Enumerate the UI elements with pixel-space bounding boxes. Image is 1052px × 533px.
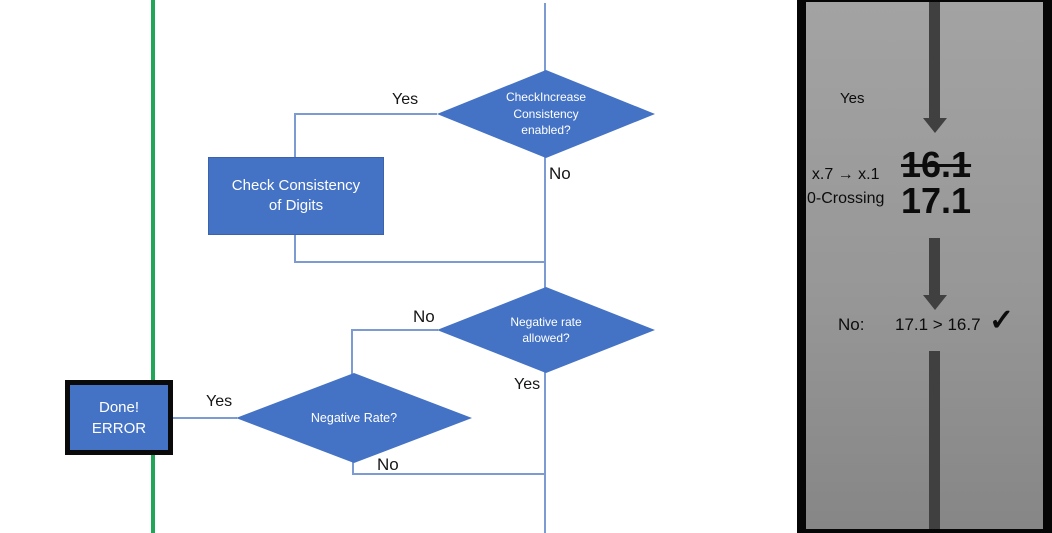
connector-decision1-yes-horizontal	[294, 113, 437, 115]
panel-yes-label: Yes	[840, 90, 865, 107]
inset-panel: Yes x.7 → x.1 0-Crossing 16.1 17.1 No: 1…	[806, 2, 1043, 529]
connector-process1-merge-horizontal	[294, 261, 546, 263]
connector-decision2-yes-vertical	[544, 372, 546, 533]
branch-label-yes: Yes	[392, 91, 419, 108]
value-stack: 16.1 17.1	[901, 147, 971, 219]
branch-label-yes: Yes	[514, 376, 541, 393]
decision-text-line: Negative rate	[510, 314, 582, 329]
rule-line: 0-Crossing	[807, 190, 885, 207]
down-arrow-head	[923, 295, 947, 310]
rule-annotation: x.7 → x.1 0-Crossing	[807, 163, 884, 211]
terminal-text-line: Done!	[98, 398, 140, 416]
terminal-text-line: ERROR	[91, 419, 147, 437]
checkmark-icon: ✓	[989, 304, 1015, 337]
decision-text-line: Negative Rate?	[310, 411, 398, 425]
decision-text-line: enabled?	[521, 123, 571, 138]
connector-decision3-yes-horizontal	[172, 417, 237, 419]
process-text-line: Check Consistency	[231, 177, 361, 194]
connector-decision2-no-horizontal	[352, 329, 438, 331]
decision-negative-rate: Negative Rate?	[236, 373, 472, 463]
rule-line: x.7 → x.1	[811, 166, 880, 183]
connector-decision1-no-vertical	[544, 157, 546, 288]
down-arrow-shaft	[929, 2, 940, 119]
connector-decision2-no-vertical	[351, 329, 353, 374]
decision-text-line: CheckIncrease	[505, 90, 587, 105]
green-guide-line	[151, 0, 155, 533]
new-value: 17.1	[901, 180, 972, 221]
connector-decision3-no-vertical	[352, 461, 354, 475]
decision-text-line: allowed?	[522, 331, 570, 345]
branch-label-no: No	[413, 307, 435, 326]
connector-decision1-yes-vertical	[294, 113, 296, 158]
down-arrow-shaft	[929, 238, 940, 296]
down-arrow-shaft	[929, 351, 940, 529]
terminal-done-error-box: Done! ERROR	[65, 380, 173, 455]
branch-label-no: No	[377, 455, 399, 474]
decision-negative-rate-allowed: Negative rate allowed?	[437, 287, 655, 373]
old-value-strikethrough: 16.1	[901, 144, 972, 185]
connector-top-into-decision1	[544, 3, 546, 71]
process-text-line: of Digits	[268, 197, 324, 214]
connector-decision3-no-horizontal	[352, 473, 546, 475]
decision-checkincrease-consistency: CheckIncrease Consistency enabled?	[437, 70, 655, 158]
branch-label-yes: Yes	[206, 393, 233, 410]
down-arrow-head	[923, 118, 947, 133]
panel-no-label: No:	[838, 315, 865, 334]
comparison-text: 17.1 > 16.7	[895, 315, 981, 334]
decision-text-line: Consistency	[513, 106, 579, 121]
inset-panel-frame: Yes x.7 → x.1 0-Crossing 16.1 17.1 No: 1…	[797, 0, 1052, 533]
branch-label-no: No	[549, 164, 571, 183]
process-check-consistency-of-digits: Check Consistency of Digits	[208, 157, 384, 235]
connector-process1-down	[294, 234, 296, 263]
